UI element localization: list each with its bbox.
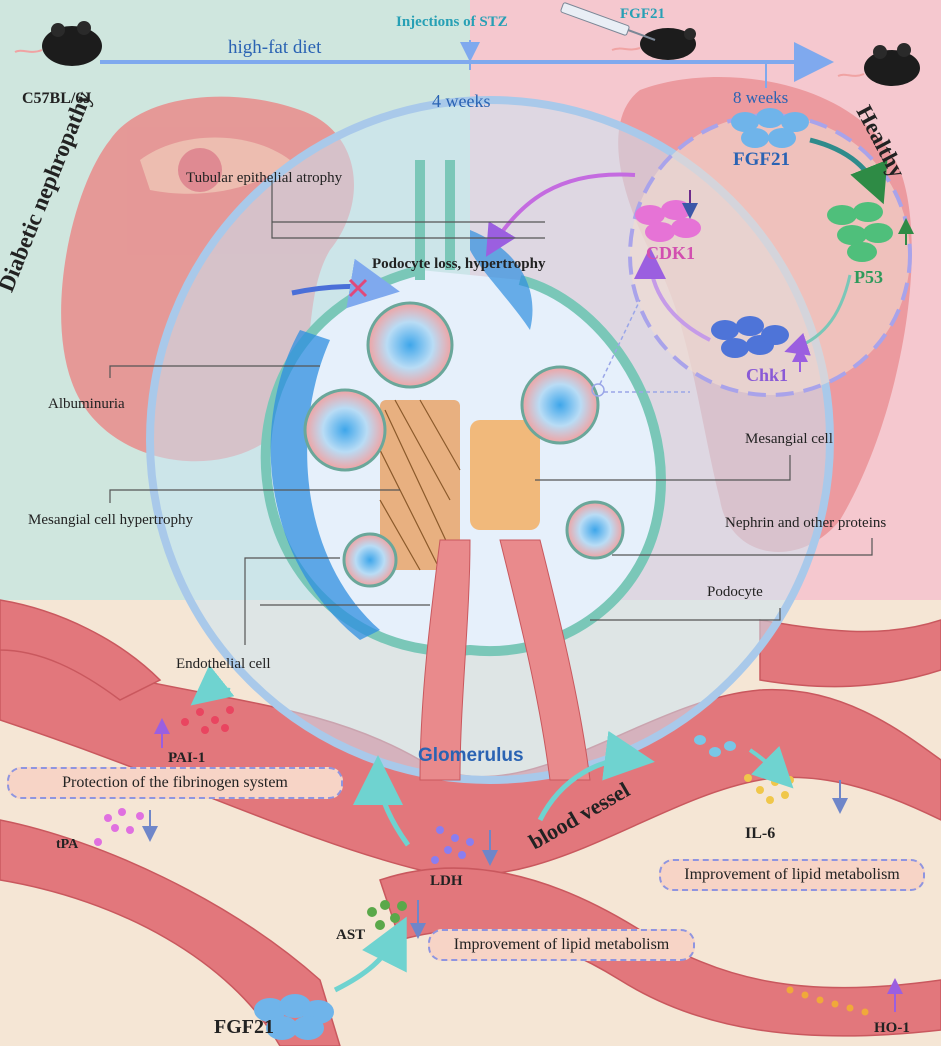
podocyte-label: Podocyte (707, 584, 763, 600)
loss-cross-icon (348, 278, 368, 298)
cdk1-label: CDK1 (646, 243, 695, 263)
fibrinogen-box: Protection of the fibrinogen system (7, 767, 343, 799)
il6-label: IL-6 (745, 825, 776, 842)
ldh-label: LDH (430, 873, 463, 889)
bowman-space (270, 330, 380, 640)
nephrin-label: Nephrin and other proteins (725, 515, 887, 531)
capillary-loops (303, 301, 625, 588)
p53-label: P53 (854, 267, 883, 287)
zoom-marker (591, 383, 605, 397)
mouse-icon (611, 28, 696, 60)
tpa-label: tPA (56, 837, 79, 852)
pai1-particles (181, 706, 234, 734)
fgf21-to-p53-arrow (809, 137, 888, 205)
endothelial-flow-arrow (190, 664, 235, 706)
syringe-icon (560, 2, 656, 41)
ldh-particles (431, 826, 474, 864)
cdk1-molecule (635, 200, 701, 242)
ast-label: AST (336, 927, 366, 943)
fgf21-molecule (731, 108, 809, 148)
cdk1-to-podocyte-arrow (485, 172, 636, 257)
glomerulus-title: Glomerulus (418, 745, 524, 766)
mesangial-hypertrophy-label: Mesangial cell hypertrophy (28, 512, 193, 528)
mouse-icon (14, 21, 102, 66)
treatment-label: FGF21 (620, 6, 665, 22)
efferent-arteriole (499, 539, 591, 781)
lipid-box-bottom: Improvement of lipid metabolism (428, 929, 695, 961)
p53-molecule (827, 202, 893, 262)
vessel-fgf21-label: FGF21 (214, 1016, 274, 1038)
pathway-fgf21-label: FGF21 (733, 149, 790, 170)
ho1-label: HO-1 (874, 1020, 910, 1036)
chk1-label: Chk1 (746, 365, 789, 385)
strain-label: C57BL/6J (22, 90, 92, 107)
tubular-label: Tubular epithelial atrophy (186, 170, 343, 186)
week4-label: 4 weeks (432, 91, 491, 111)
vessel-flow-arrow (537, 730, 655, 822)
injection-label: Injections of STZ (396, 14, 508, 30)
week8-label: 8 weeks (733, 88, 789, 107)
mesangial-matrix (379, 399, 540, 571)
diet-label: high-fat diet (228, 37, 322, 58)
mouse-icon (837, 43, 920, 86)
tubule (415, 160, 455, 280)
podocyte-loss-label: Podocyte loss, hypertrophy (372, 256, 546, 272)
leader-lines (109, 180, 873, 645)
vessel-up-arrow (353, 755, 411, 847)
mesangial-cell-label: Mesangial cell (745, 431, 833, 447)
albuminuria-label: Albuminuria (48, 396, 125, 412)
fgf21-vessel-molecule (254, 994, 334, 1040)
chk1-to-cdk1-arrow (634, 247, 711, 342)
pai1-label: PAI-1 (168, 750, 206, 766)
ho1-particles (786, 986, 869, 1016)
lipid-box-right: Improvement of lipid metabolism (659, 859, 925, 891)
tpa-particles (94, 808, 144, 846)
podocyte-loss-arrow (291, 258, 400, 309)
il6-flow-arrow (748, 746, 794, 789)
endothelial-label: Endothelial cell (176, 656, 271, 672)
fgf21-to-ast-arrow (333, 916, 407, 993)
afferent-arteriole (419, 539, 471, 781)
vessel-droplets (694, 735, 736, 757)
chk1-molecule (711, 316, 789, 358)
